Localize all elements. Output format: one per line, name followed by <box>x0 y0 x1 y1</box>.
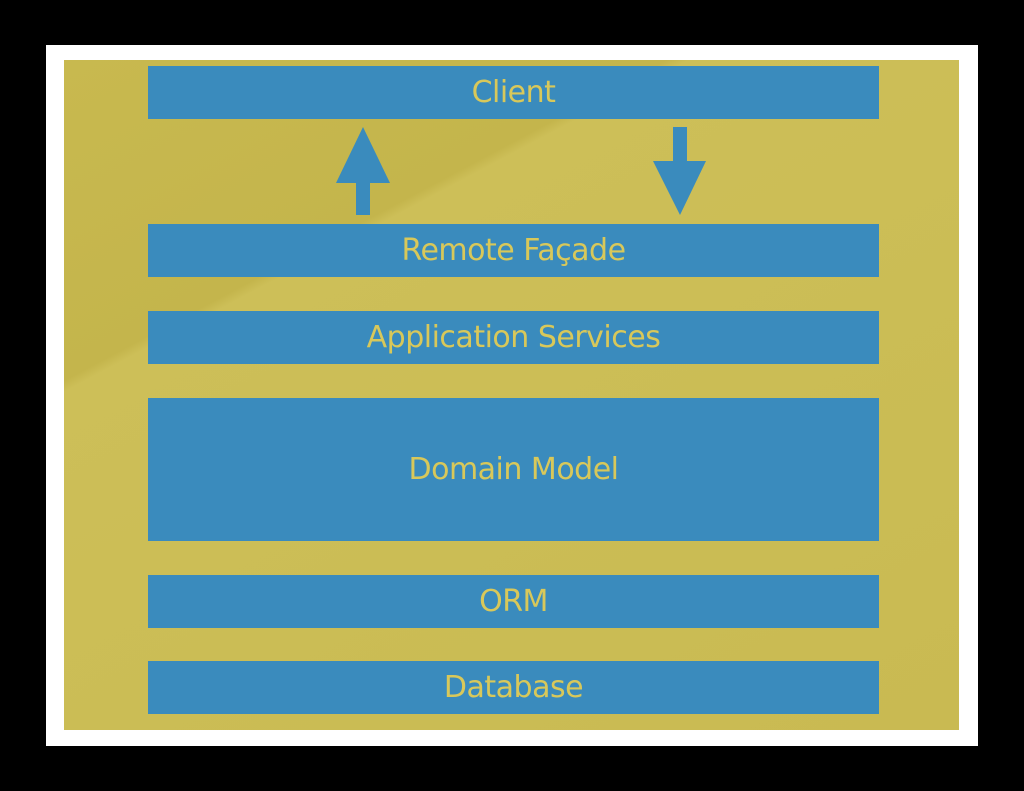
layer-client: Client <box>148 66 879 119</box>
layer-application-services: Application Services <box>148 311 879 364</box>
arrow-up-head <box>336 127 390 183</box>
layer-client-label: Client <box>471 74 556 110</box>
layer-database: Database <box>148 661 879 714</box>
layer-remote-facade: Remote Façade <box>148 224 879 277</box>
arrow-down-head <box>653 161 706 215</box>
arrow-up-icon <box>336 127 390 215</box>
layer-domain-model-label: Domain Model <box>408 451 619 487</box>
arrow-down-shaft <box>673 127 687 163</box>
layer-remote-facade-label: Remote Façade <box>401 232 626 268</box>
layer-application-services-label: Application Services <box>366 319 661 355</box>
layer-database-label: Database <box>443 669 584 705</box>
layer-orm-label: ORM <box>479 583 548 619</box>
layer-orm: ORM <box>148 575 879 628</box>
arrow-up-shaft <box>356 181 370 215</box>
diagram-board <box>64 60 959 730</box>
arrow-down-icon <box>653 127 706 215</box>
layer-domain-model: Domain Model <box>148 398 879 541</box>
